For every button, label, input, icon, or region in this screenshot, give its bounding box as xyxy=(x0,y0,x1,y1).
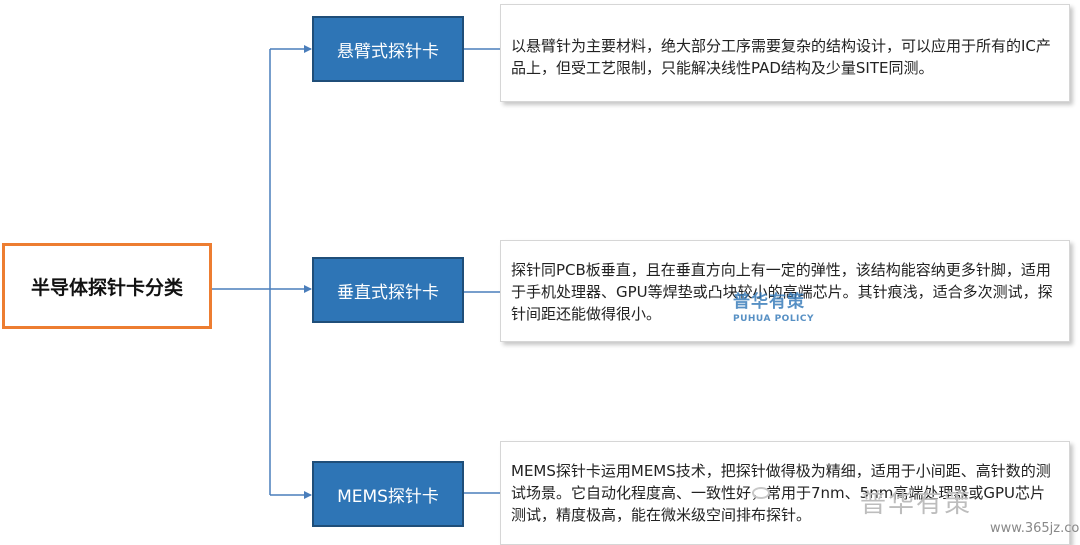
category-label: 垂直式探针卡 xyxy=(337,282,439,303)
root-label: 半导体探针卡分类 xyxy=(30,276,183,299)
watermark-puhua-en: PUHUA POLICY xyxy=(733,314,815,324)
description-text: 探针同PCB板垂直，且在垂直方向上有一定的弹性，该结构能容纳更多针脚，适用于手机… xyxy=(511,261,1053,323)
watermark-url: www.365jz.com xyxy=(990,521,1080,536)
category-mems: MEMS探针卡 xyxy=(312,461,464,527)
description-vertical: 探针同PCB板垂直，且在垂直方向上有一定的弹性，该结构能容纳更多针脚，适用于手机… xyxy=(500,240,1070,342)
category-label: 悬臂式探针卡 xyxy=(337,41,439,62)
category-cantilever: 悬臂式探针卡 xyxy=(312,16,464,82)
description-text: 以悬臂针为主要材料，绝大部分工序需要复杂的结构设计，可以应用于所有的IC产品上，… xyxy=(511,37,1051,77)
category-label: MEMS探针卡 xyxy=(337,486,439,507)
root-node: 半导体探针卡分类 xyxy=(2,243,212,329)
description-text: MEMS探针卡运用MEMS技术，把探针做得极为精细，适用于小间距、高针数的测试场… xyxy=(511,462,1051,524)
description-cantilever: 以悬臂针为主要材料，绝大部分工序需要复杂的结构设计，可以应用于所有的IC产品上，… xyxy=(500,4,1070,102)
watermark-brand: 普华有策 xyxy=(860,489,973,519)
watermark-puhua: 普华有策 xyxy=(733,292,805,312)
category-vertical: 垂直式探针卡 xyxy=(312,257,464,323)
description-mems: MEMS探针卡运用MEMS技术，把探针做得极为精细，适用于小间距、高针数的测试场… xyxy=(500,441,1070,545)
watermark-logo-icon xyxy=(752,487,770,499)
